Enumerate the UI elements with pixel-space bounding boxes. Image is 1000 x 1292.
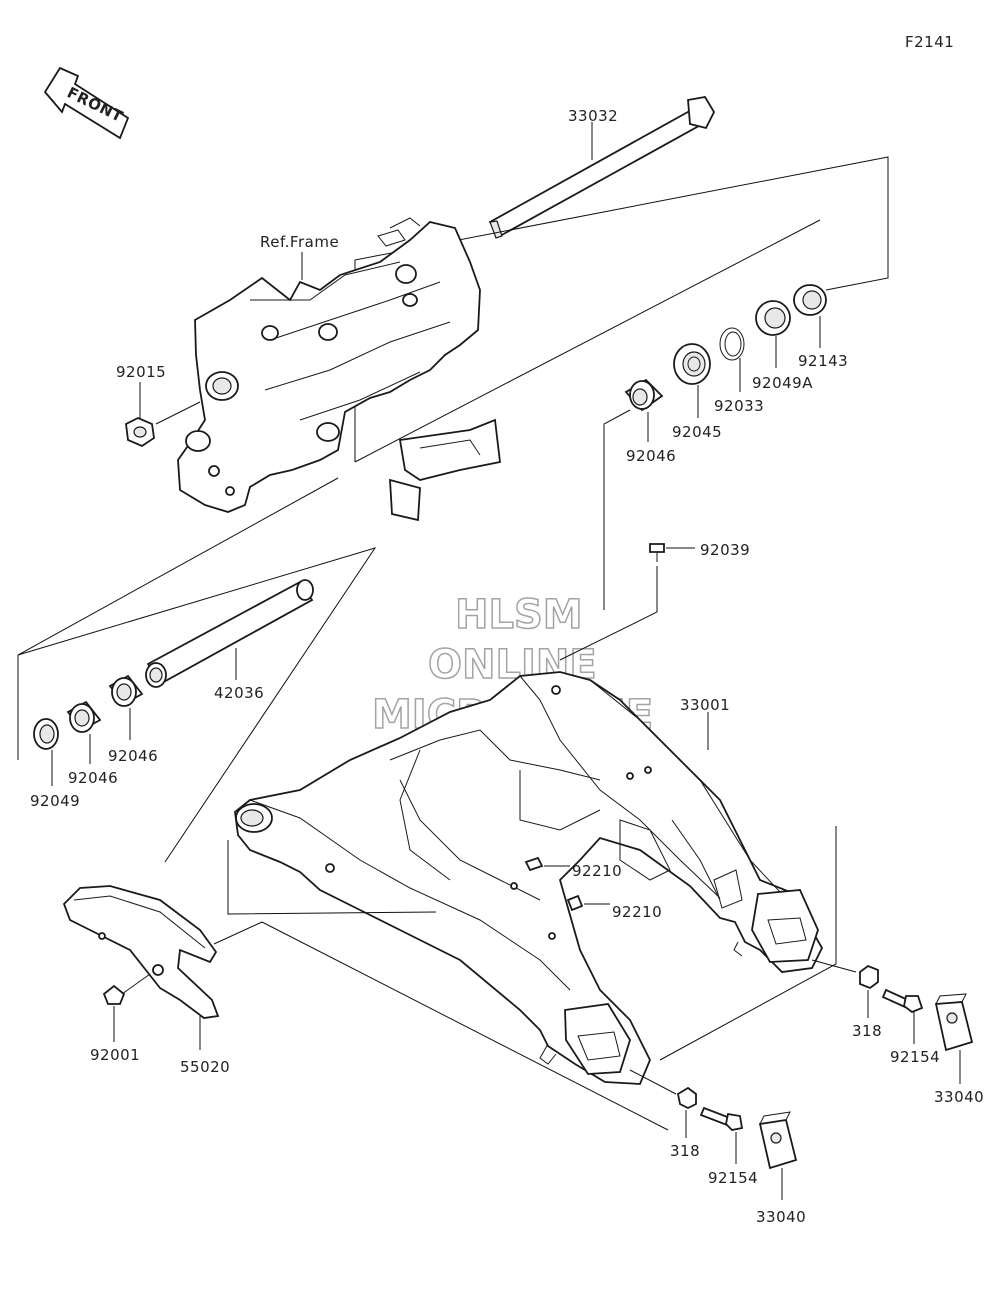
label-92154-bottom: 92154 [708, 1169, 758, 1187]
bottom-adjuster-callout [629, 1069, 677, 1095]
left-callout-line [17, 477, 339, 760]
sleeve-42036 [145, 579, 314, 688]
seal-92049A [755, 300, 791, 336]
front-arrow-icon: FRONT [43, 66, 130, 140]
label-33001: 33001 [680, 696, 730, 714]
label-92015: 92015 [116, 363, 166, 381]
leader-92039 [559, 547, 695, 661]
label-318-bottom: 318 [670, 1142, 700, 1160]
label-92154-right: 92154 [890, 1048, 940, 1066]
right-adjuster-callout [811, 959, 857, 973]
label-92046-top: 92046 [626, 447, 676, 465]
figure-code: F2141 [905, 33, 954, 51]
label-318-right: 318 [852, 1022, 882, 1040]
label-92046-a: 92046 [108, 747, 158, 765]
label-92049: 92049 [30, 792, 80, 810]
nut-318-right [859, 964, 879, 990]
adjuster-block-33040-right [934, 993, 974, 1052]
bolt-92001 [102, 973, 151, 1005]
chain-guard-55020 [62, 885, 220, 1019]
label-92001: 92001 [90, 1046, 140, 1064]
seal-92049 [33, 718, 59, 750]
label-42036: 42036 [214, 684, 264, 702]
nut-318-bottom [676, 1086, 697, 1110]
chain-guard-callout [213, 921, 263, 945]
label-92210-a: 92210 [572, 862, 622, 880]
bolt-92154-right [881, 988, 924, 1014]
pivot-nut [125, 417, 155, 448]
left-parts-callout [17, 547, 377, 863]
watermark-line-1: HLSM [455, 592, 583, 638]
grease-nipple-92039 [649, 543, 665, 562]
label-ref-frame: Ref.Frame [260, 233, 339, 251]
label-92046-b: 92046 [68, 769, 118, 787]
label-33040-bottom: 33040 [756, 1208, 806, 1226]
frame-section [177, 217, 501, 522]
circlip-92033 [719, 327, 745, 361]
needle-bearing-92046-a [108, 674, 144, 707]
needle-bearing-92046-top [624, 378, 664, 412]
bearing-92045 [673, 343, 711, 385]
label-92033: 92033 [714, 397, 764, 415]
label-92210-b: 92210 [612, 903, 662, 921]
label-92049A: 92049A [752, 374, 813, 392]
pivot-shaft [488, 96, 716, 239]
bolt-92154-bottom [699, 1106, 744, 1131]
label-55020: 55020 [180, 1058, 230, 1076]
leader-92015 [139, 382, 201, 425]
swingarm-callout-box [227, 826, 837, 1131]
swingarm-33001 [234, 671, 824, 1085]
bolt-92210-b [566, 894, 584, 912]
frame-callout-diagonal [354, 219, 821, 463]
bolt-92210-a [524, 856, 544, 872]
label-92143: 92143 [798, 352, 848, 370]
bearing-callout-line [603, 409, 631, 610]
label-92039: 92039 [700, 541, 750, 559]
label-92045: 92045 [672, 423, 722, 441]
collar-92143 [793, 284, 827, 316]
adjuster-block-33040-bottom [758, 1111, 798, 1170]
label-33032: 33032 [568, 107, 618, 125]
needle-bearing-92046-b [66, 700, 102, 733]
label-33040-right: 33040 [934, 1088, 984, 1106]
